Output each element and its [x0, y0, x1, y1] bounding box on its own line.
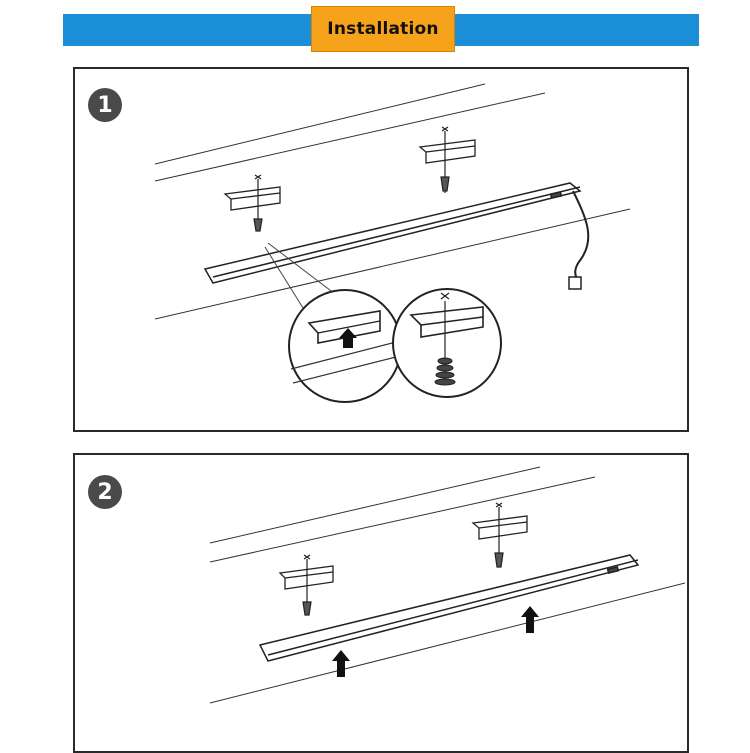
ceiling-line [154, 208, 631, 320]
screw-icon [440, 126, 450, 193]
ceiling-line [154, 92, 546, 182]
magnifier-callout-icon [392, 288, 502, 398]
page-title: Installation [327, 19, 439, 39]
step-1-badge: 1 [88, 88, 122, 122]
step-2-panel: 2 [73, 453, 689, 753]
arrow-up-icon [521, 606, 539, 633]
title-tab: Installation [311, 6, 455, 52]
step-1-panel: 1 [73, 67, 689, 432]
power-plug-icon [568, 276, 582, 290]
step-2-badge: 2 [88, 475, 122, 509]
step-2-number: 2 [97, 479, 113, 505]
power-cable-icon [572, 190, 590, 280]
mounting-clip-icon [471, 515, 528, 540]
step-2-illustration [209, 466, 686, 704]
ceiling-line [209, 582, 686, 704]
step-1-number: 1 [97, 92, 113, 118]
screw-icon [434, 357, 456, 386]
arrow-up-icon [332, 650, 350, 677]
step-1-illustration [154, 83, 631, 403]
ceiling-line [209, 466, 541, 544]
screw-icon [253, 174, 263, 232]
light-bar-icon [258, 554, 640, 662]
screw-icon [302, 554, 312, 616]
ceiling-line [209, 476, 596, 563]
arrow-up-icon [339, 328, 357, 348]
ceiling-line [154, 83, 486, 165]
screw-icon [494, 502, 504, 568]
mounting-clip-icon [418, 139, 476, 164]
mounting-clip-icon [223, 186, 281, 211]
magnifier-callout-icon [288, 289, 402, 403]
